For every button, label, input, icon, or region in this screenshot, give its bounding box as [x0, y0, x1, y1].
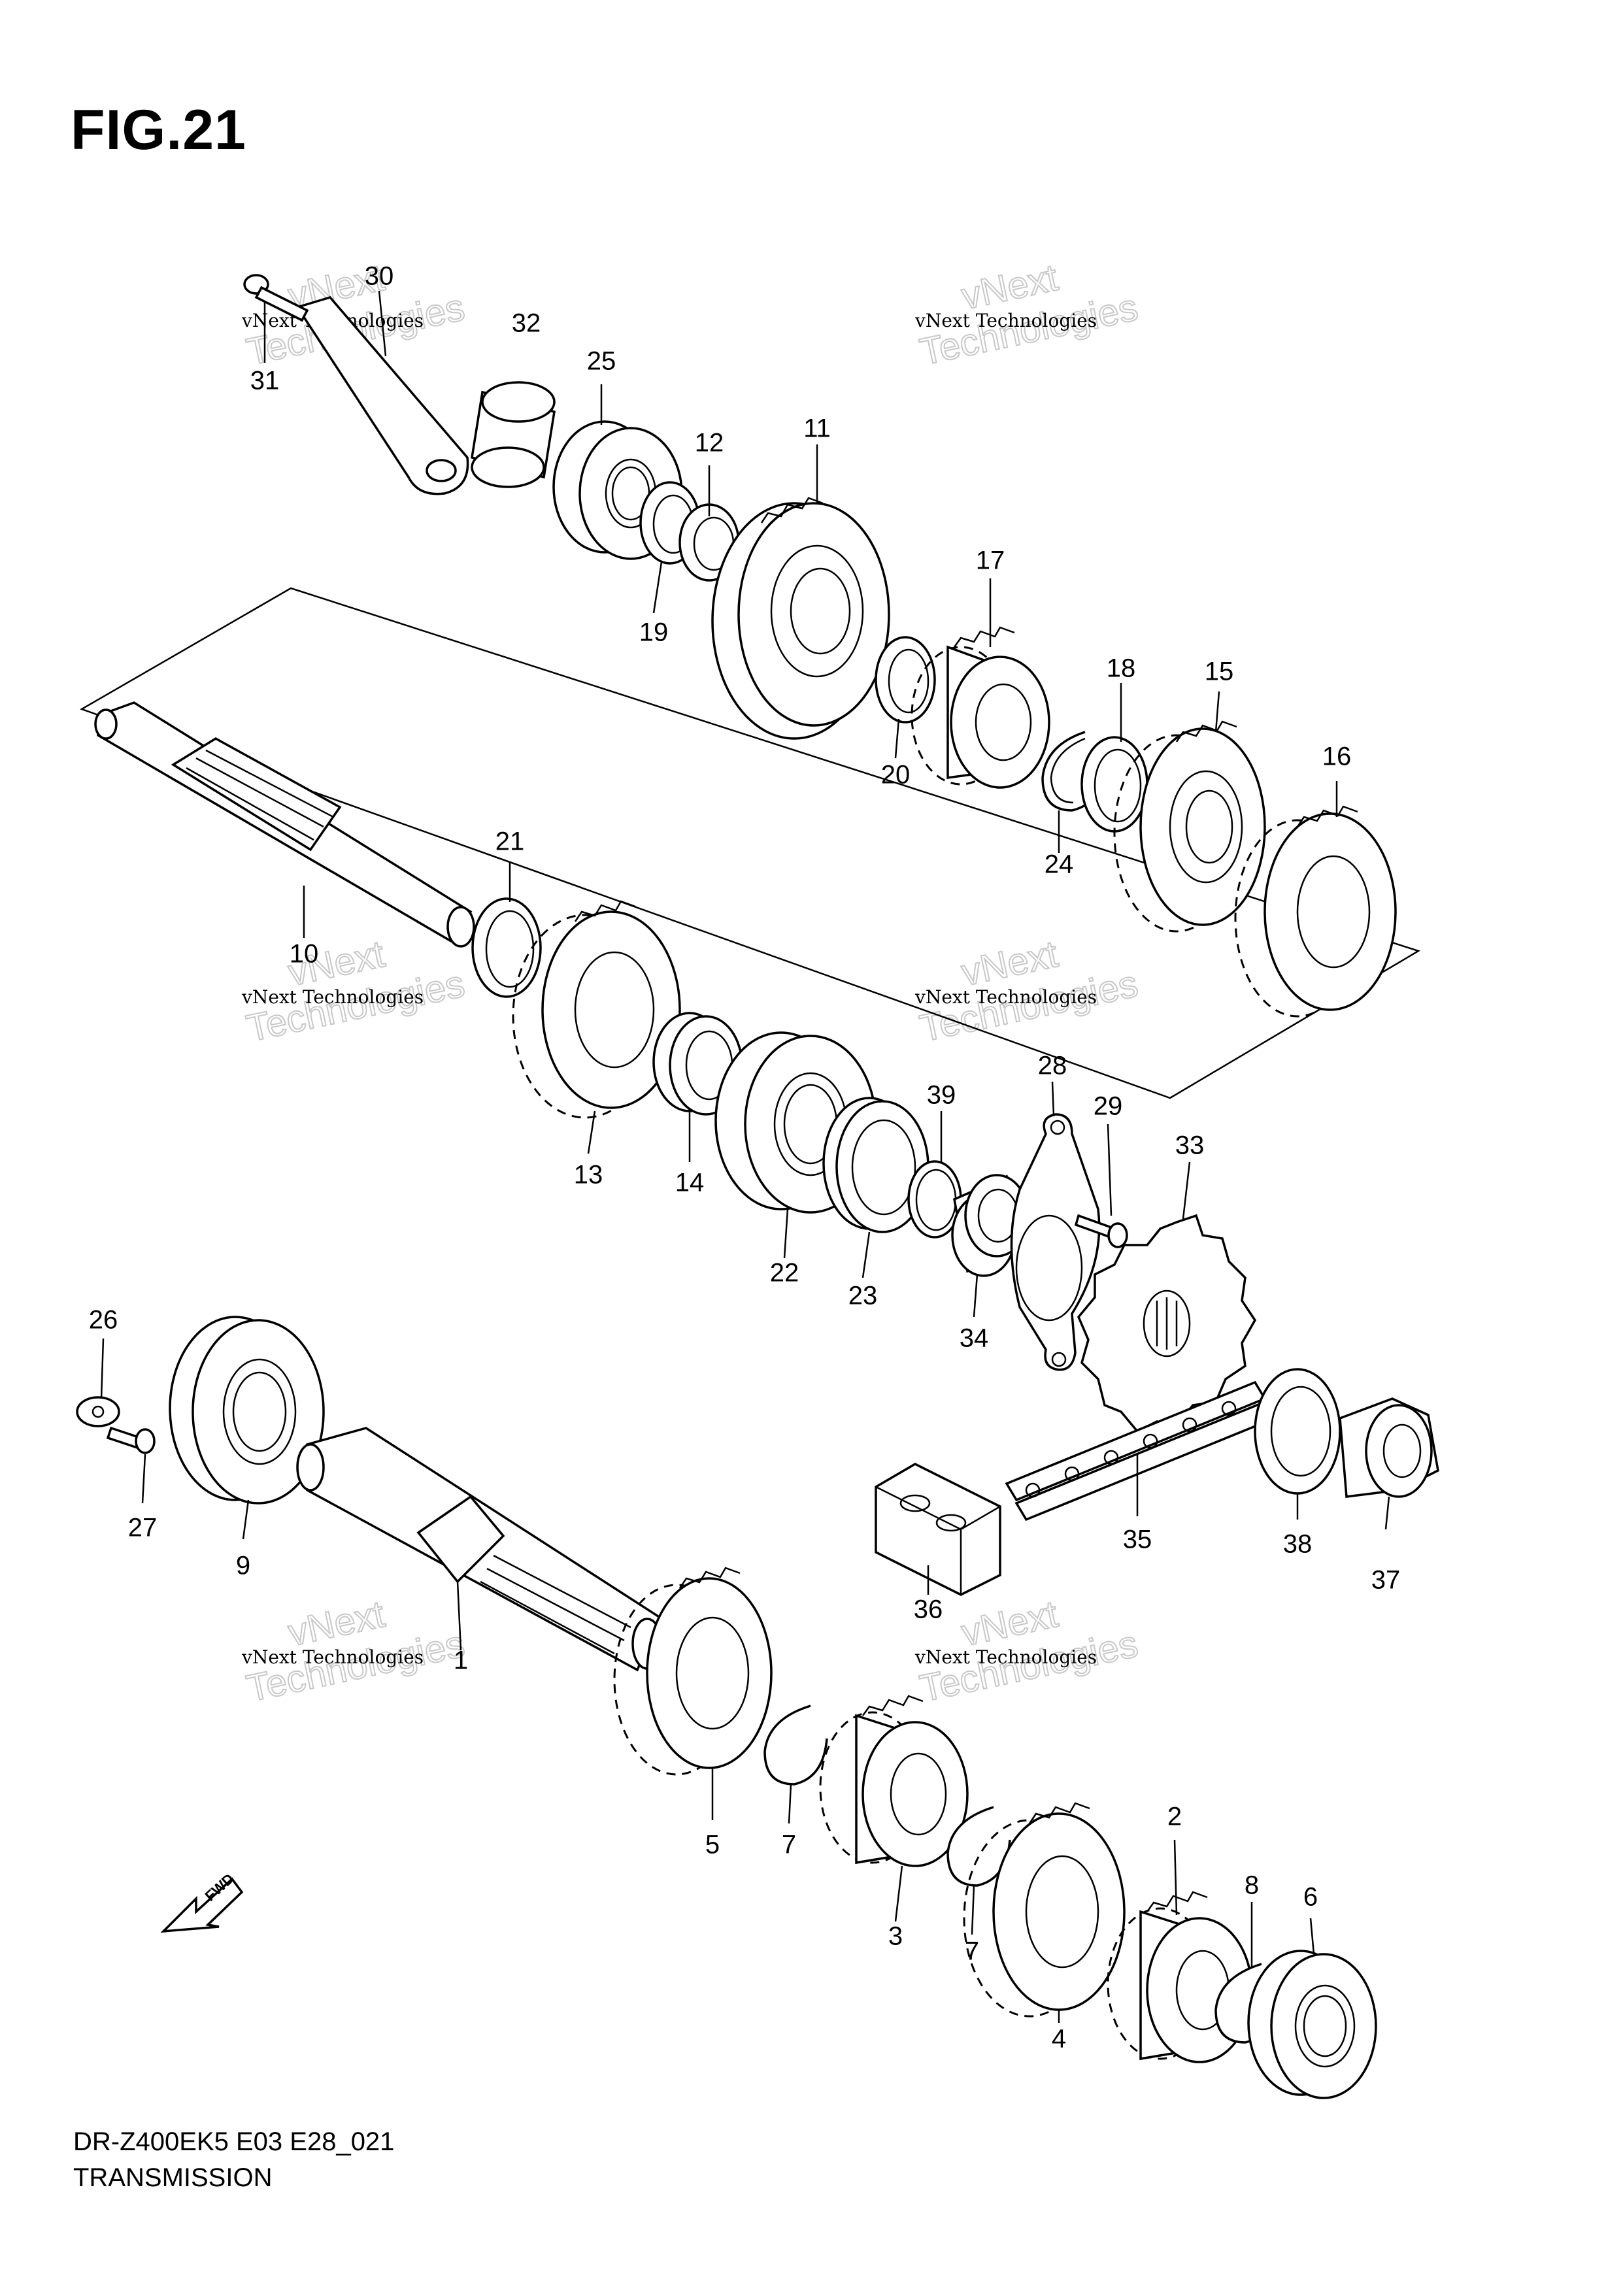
callout-32: 32: [512, 309, 541, 338]
watermark: Technologies vNext vNext Technologies: [241, 1592, 469, 1711]
part-30-arm: [295, 295, 469, 495]
part-21-washer: [471, 897, 542, 998]
part-31-bolt: [243, 274, 309, 322]
part-36-chain-joint: [875, 1463, 1001, 1596]
watermark-text-small: vNext Technologies: [914, 1646, 1097, 1668]
model-code: DR-Z400EK5 E03 E28_021: [73, 2127, 395, 2156]
callout-3: 3: [888, 1922, 903, 1951]
callout-27: 27: [128, 1514, 158, 1542]
part-26-washer: [76, 1396, 120, 1427]
callout-20: 20: [881, 761, 911, 790]
part-5-gear: [613, 1567, 773, 1776]
callout-28: 28: [1038, 1052, 1067, 1080]
part-11-gear: [711, 497, 890, 740]
callout-36: 36: [914, 1595, 943, 1624]
callout-7b: 7: [965, 1937, 979, 1966]
callout-21: 21: [495, 827, 525, 856]
callout-22: 22: [770, 1259, 799, 1288]
part-7-circlip: [763, 1705, 828, 1786]
watermark-text-small: vNext Technologies: [914, 310, 1097, 331]
part-6-bearing: [1247, 1950, 1377, 2099]
callout-4: 4: [1052, 2025, 1066, 2054]
callout-5: 5: [705, 1831, 720, 1859]
fwd-arrow-icon: FWD: [160, 1871, 244, 1933]
callout-31: 31: [250, 367, 280, 395]
part-3-gear: [819, 1695, 969, 1867]
callout-labels: 31 30 32 25 12 19 11 17 20 18 24 15 16 1…: [89, 262, 1401, 2054]
callout-1: 1: [454, 1646, 468, 1675]
part-38-lock-washer: [1254, 1368, 1341, 1495]
leader-lines: [100, 290, 1390, 2023]
part-27-bolt: [106, 1426, 156, 1454]
part-33-sprocket: [1077, 1214, 1257, 1433]
callout-38: 38: [1283, 1530, 1313, 1559]
part-35-drive-chain: [1005, 1380, 1277, 1522]
callout-10: 10: [290, 940, 319, 969]
callout-29: 29: [1094, 1092, 1123, 1121]
callout-33: 33: [1175, 1131, 1205, 1160]
callout-34: 34: [960, 1324, 989, 1353]
part-17-gear: [911, 626, 1050, 789]
callout-39: 39: [927, 1081, 956, 1110]
callout-35: 35: [1123, 1525, 1152, 1554]
part-29-bolt: [1074, 1214, 1128, 1248]
callout-9: 9: [236, 1552, 250, 1580]
part-20-washer: [875, 636, 936, 724]
callout-18: 18: [1107, 654, 1136, 683]
watermark-text-small: vNext Technologies: [241, 986, 424, 1008]
callout-13: 13: [574, 1161, 603, 1190]
callout-8: 8: [1245, 1871, 1259, 1900]
callout-25: 25: [587, 347, 616, 376]
watermark: Technologies vNext vNext Technologies: [914, 256, 1142, 374]
callout-19: 19: [639, 618, 669, 647]
callout-14: 14: [675, 1169, 705, 1197]
watermark-text-small: vNext Technologies: [914, 986, 1097, 1008]
callout-12: 12: [695, 429, 724, 458]
callout-11: 11: [803, 414, 831, 443]
watermark: Technologies vNext vNext Technologies: [914, 1592, 1142, 1711]
watermark: Technologies vNext vNext Technologies: [241, 932, 469, 1051]
callout-16: 16: [1322, 742, 1352, 771]
countershaft-assembly-outline: [80, 587, 1421, 1099]
callout-26: 26: [89, 1306, 118, 1335]
callout-6: 6: [1303, 1883, 1318, 1912]
callout-2: 2: [1167, 1803, 1182, 1831]
part-37-nut: [1339, 1397, 1439, 1498]
callout-24: 24: [1045, 850, 1074, 879]
part-32-bush: [471, 381, 556, 488]
callout-7a: 7: [782, 1831, 796, 1859]
callout-17: 17: [976, 546, 1005, 575]
watermark-text-small: vNext Technologies: [241, 1646, 424, 1668]
callout-15: 15: [1205, 657, 1234, 686]
part-9-bearing: [169, 1316, 325, 1505]
part-10-countershaft: [94, 701, 475, 948]
callout-30: 30: [365, 262, 394, 291]
part-1-driveshaft: [296, 1427, 663, 1672]
watermark: Technologies vNext vNext Technologies: [914, 932, 1142, 1051]
part-15-gear: [1113, 720, 1266, 933]
part-28-plate: [1010, 1113, 1101, 1371]
callout-23: 23: [848, 1282, 878, 1310]
callout-37: 37: [1371, 1566, 1401, 1595]
figure-title: FIG.21: [71, 99, 246, 161]
diagram-name: TRANSMISSION: [73, 2163, 273, 2192]
part-16-gear: [1234, 805, 1397, 1018]
part-13-gear: [512, 900, 681, 1119]
part-4-gear: [963, 1802, 1126, 2018]
